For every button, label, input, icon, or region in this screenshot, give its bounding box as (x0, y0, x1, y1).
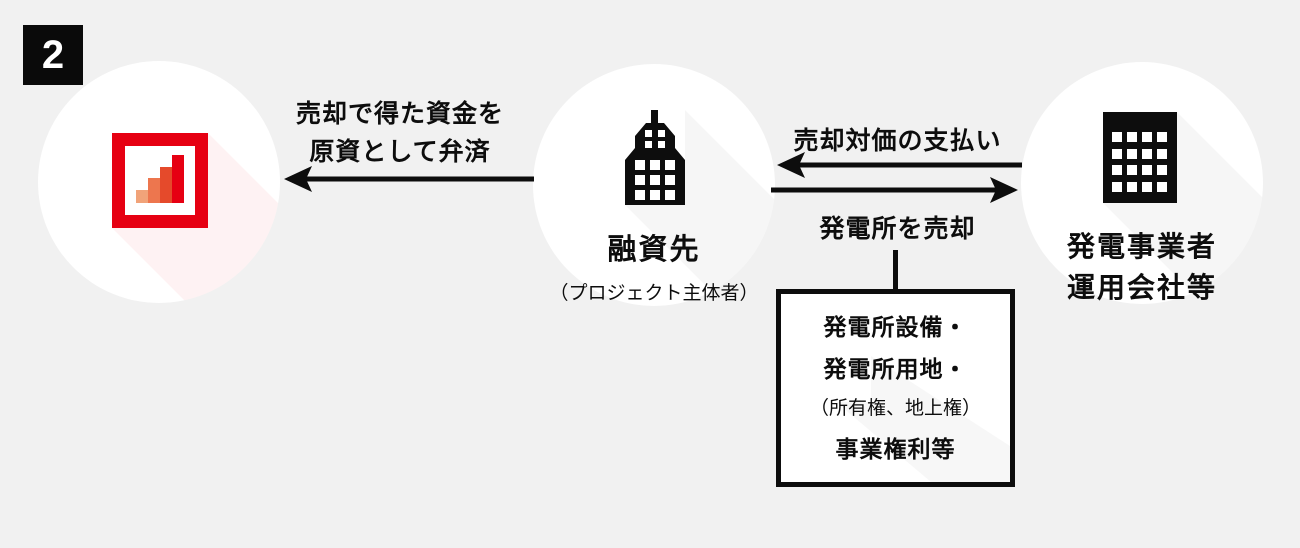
borrower-sublabel: （プロジェクト主体者） (549, 283, 759, 304)
repayment-label-line2: 原資として弁済 (309, 138, 491, 166)
operator-label-line1: 発電事業者 (1066, 231, 1217, 262)
borrower-label: 融資先 (607, 234, 701, 266)
asset-box-line2: 発電所用地・ (823, 356, 968, 382)
office-building-icon (1103, 112, 1177, 203)
repayment-flow-label: 売却で得た資金を 原資として弁済 (280, 95, 520, 171)
payment-flow-label: 売却対価の支払い (793, 127, 1002, 155)
bar-chart-logo-icon (112, 133, 208, 228)
asset-box-line1: 発電所設備・ (823, 314, 968, 340)
payment-arrow-left-icon (777, 152, 1022, 178)
sale-flow-label: 発電所を売却 (819, 215, 976, 243)
asset-box-line4: 事業権利等 (835, 436, 956, 462)
sale-arrow-right-icon (771, 177, 1018, 203)
asset-box: 発電所設備・ 発電所用地・ （所有権、地上権） 事業権利等 (776, 289, 1015, 487)
node-operator-circle (1021, 62, 1263, 304)
node-bank-circle (38, 61, 280, 303)
tower-building-icon (625, 110, 685, 205)
operator-label-block: 発電事業者 運用会社等 (1022, 226, 1262, 308)
repayment-label-line1: 売却で得た資金を (295, 100, 504, 128)
step-number-badge: 2 (23, 25, 83, 85)
repayment-arrow-left-icon (284, 166, 534, 192)
borrower-label-block: 融資先 （プロジェクト主体者） (514, 226, 794, 305)
step-number: 2 (41, 32, 65, 77)
node-borrower-circle (533, 64, 775, 306)
asset-box-connector-line (893, 250, 898, 291)
asset-box-line3: （所有権、地上権） (809, 398, 981, 419)
operator-label-line2: 運用会社等 (1066, 272, 1217, 303)
